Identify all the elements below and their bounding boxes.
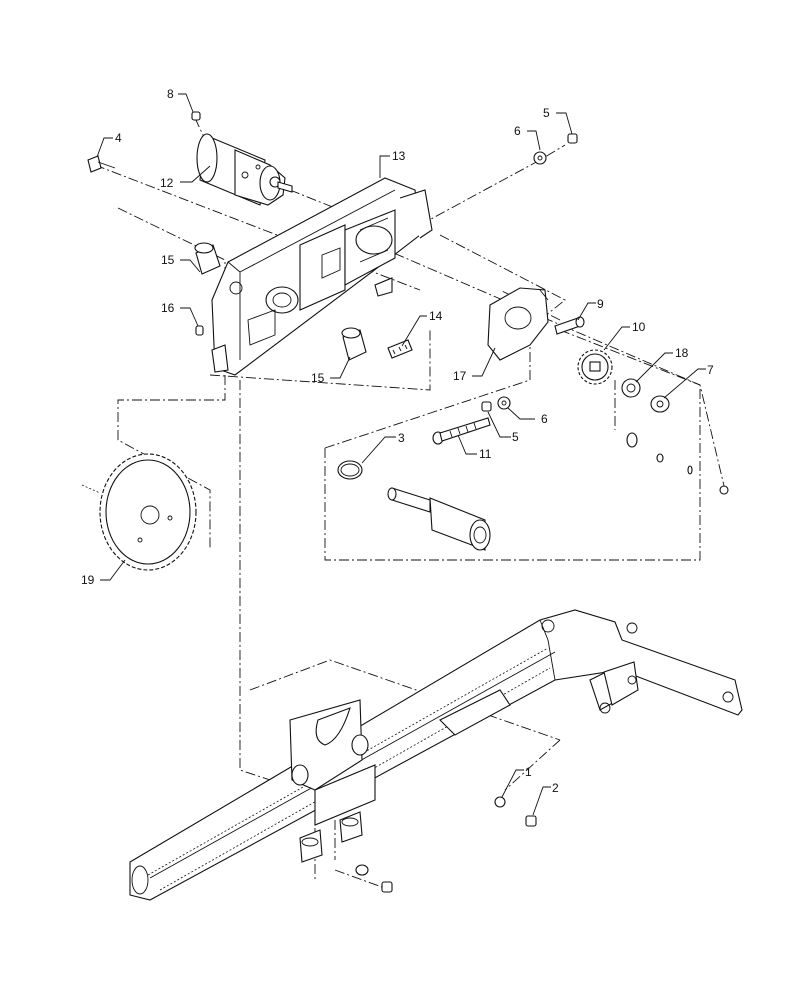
callout-17: 17	[453, 369, 467, 383]
shaft-part	[387, 487, 491, 551]
callout-6-upper: 6	[514, 124, 521, 138]
callout-11: 11	[479, 447, 492, 461]
callout-9: 9	[597, 297, 604, 311]
spacer-part	[621, 378, 641, 398]
small-hardware	[626, 432, 729, 495]
callout-16: 16	[161, 301, 175, 315]
leader-lines	[96, 93, 706, 816]
nut-5-upper-part	[567, 133, 578, 144]
nut-5-lower-part	[481, 401, 492, 412]
callout-13: 13	[392, 149, 406, 163]
callout-6-lower: 6	[541, 412, 548, 426]
callout-4: 4	[115, 131, 122, 145]
washer-7-part	[650, 395, 670, 413]
callout-15-upper: 15	[161, 253, 175, 267]
callout-19: 19	[81, 573, 95, 587]
callout-1: 1	[525, 765, 532, 779]
housing-part	[211, 177, 433, 376]
washer-1-part	[494, 796, 506, 808]
mounting-bracket-part	[289, 699, 376, 863]
small-sprocket-part	[577, 349, 613, 385]
callout-7: 7	[707, 363, 714, 377]
motor-part	[196, 133, 293, 206]
ring-3-part	[337, 460, 363, 480]
callout-12: 12	[160, 176, 174, 190]
callout-10: 10	[632, 320, 646, 334]
washer-6-upper-part	[533, 151, 547, 165]
bolt-4-part	[87, 155, 116, 173]
large-sprocket-part	[81, 453, 197, 571]
callout-8: 8	[167, 87, 174, 101]
washer-6-lower-part	[497, 396, 511, 410]
callout-14: 14	[429, 309, 443, 323]
bushing-upper	[194, 242, 221, 275]
callout-2: 2	[552, 781, 559, 795]
frame-part	[129, 609, 743, 901]
nut-8-part	[191, 111, 201, 121]
long-bolt-part	[432, 417, 491, 445]
callout-15-lower: 15	[311, 371, 325, 385]
screw-part	[195, 325, 204, 336]
bushing-lower	[341, 327, 367, 361]
callout-3: 3	[398, 431, 405, 445]
callout-5-lower: 5	[512, 430, 519, 444]
bottom-hardware	[355, 864, 393, 893]
nut-2-part	[525, 815, 537, 827]
callout-labels: 1 2 3 4 5 5 6 6 7 8 9 10 11 12 13 14 15 …	[81, 87, 714, 795]
clip-part	[387, 339, 413, 359]
cover-plate-part	[487, 287, 549, 361]
callout-5-upper: 5	[543, 106, 550, 120]
callout-18: 18	[675, 346, 689, 360]
